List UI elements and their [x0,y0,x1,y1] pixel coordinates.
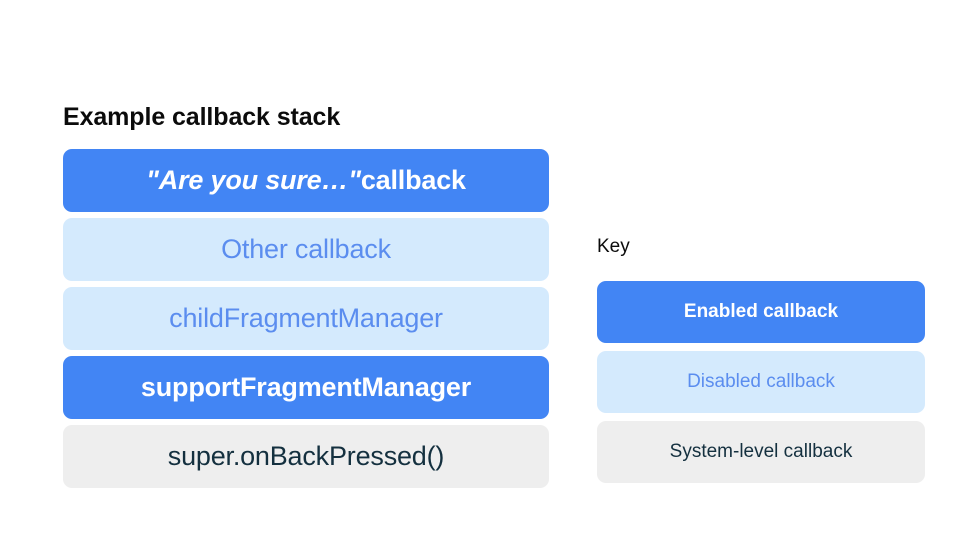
callback-stack-section: Example callback stack "Are you sure…" c… [63,102,549,488]
stack-item-label-trailing: callback [360,165,466,195]
stack-item-label: supportFragmentManager [140,372,472,402]
key-title: Key [597,236,630,257]
stack-item-label: childFragmentManager [169,303,443,333]
stack-item-super-on-back-pressed: super.onBackPressed() [63,425,549,488]
key-item-label: Enabled callback [683,300,839,322]
stack-item-label: Other callback [221,234,391,264]
stack-item-are-you-sure: "Are you sure…" callback [63,149,549,212]
stack-title: Example callback stack [63,103,341,131]
key-item-label: Disabled callback [687,370,835,392]
stack-list: "Are you sure…" callback Other callback … [63,149,549,488]
stack-item-label: super.onBackPressed() [167,441,445,471]
key-section: Key Enabled callback Disabled callback S… [597,236,925,483]
stack-item-child-fragment-manager: childFragmentManager [63,287,549,350]
key-list: Enabled callback Disabled callback Syste… [597,280,925,483]
stack-item-other-callback: Other callback [63,218,549,281]
stack-item-support-fragment-manager: supportFragmentManager [63,356,549,419]
key-item-enabled-callback: Enabled callback [597,280,925,343]
stack-item-label-quoted: "Are you sure…" [146,165,361,195]
key-item-label: System-level callback [669,440,853,462]
key-item-disabled-callback: Disabled callback [597,350,925,413]
key-item-system-level-callback: System-level callback [597,420,925,483]
